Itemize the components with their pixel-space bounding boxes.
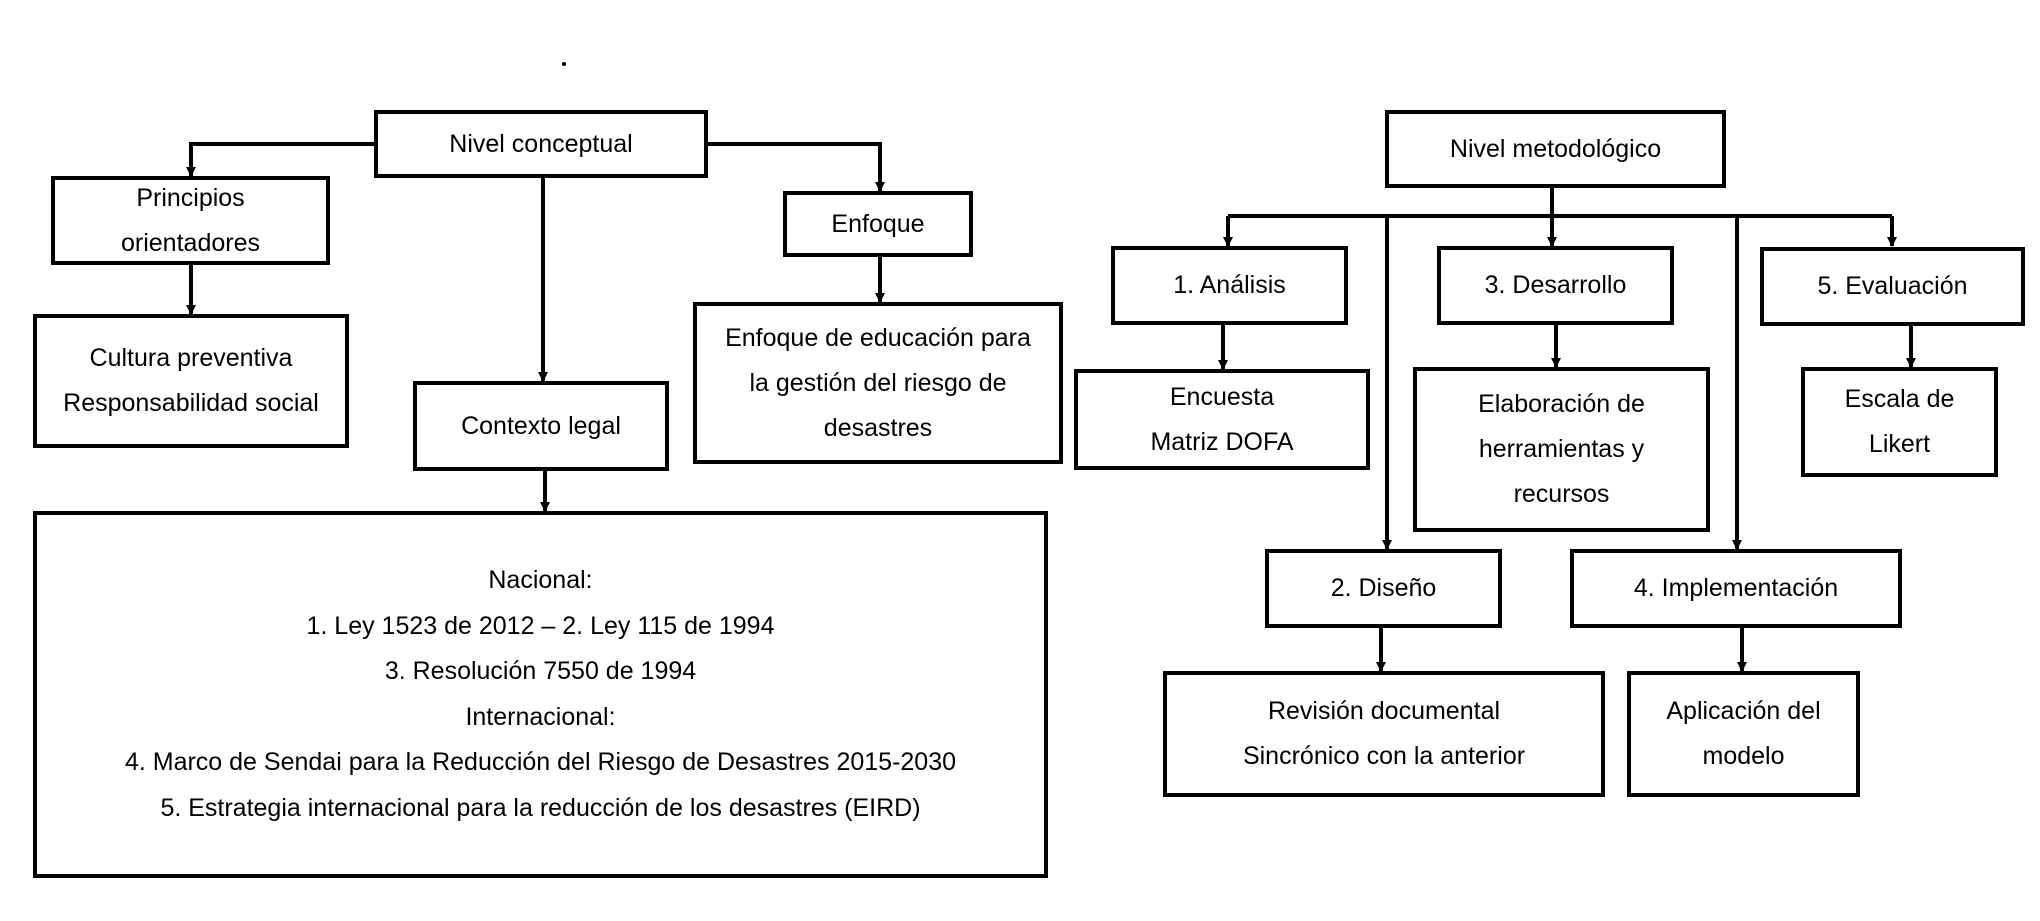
- enfoque-detalle-line-2: la gestión del riesgo de: [749, 368, 1007, 397]
- implementacion-box: 4. Implementación: [1570, 549, 1902, 628]
- implementacion-label: 4. Implementación: [1633, 574, 1839, 602]
- enfoque-label: Enfoque: [831, 209, 925, 238]
- arrow-conceptual-to-enfoque: [708, 142, 885, 192]
- principios-line-1: Principios: [136, 183, 245, 212]
- contexto-legal-label: Contexto legal: [461, 411, 621, 440]
- diseno-detalle-line-2: Sincrónico con la anterior: [1242, 742, 1526, 770]
- diseno-label: 2. Diseño: [1330, 574, 1437, 602]
- implementacion-detalle-box: Aplicación del modelo: [1627, 671, 1860, 797]
- arrow-conceptual-to-principios: [186, 142, 374, 177]
- cultura-preventiva-box: Cultura preventiva Responsabilidad socia…: [33, 314, 349, 448]
- enfoque-detalle-box: Enfoque de educación para la gestión del…: [693, 302, 1063, 464]
- nivel-conceptual-box: Nivel conceptual: [374, 110, 708, 178]
- contexto-legal-box: Contexto legal: [413, 381, 669, 471]
- evaluacion-label: 5. Evaluación: [1817, 272, 1968, 300]
- analisis-detalle-box: Encuesta Matriz DOFA: [1074, 369, 1370, 470]
- evaluacion-box: 5. Evaluación: [1760, 247, 2025, 326]
- evaluacion-detalle-line-1: Escala de: [1844, 385, 1955, 413]
- desarrollo-detalle-line-3: recursos: [1513, 480, 1610, 508]
- principios-line-2: orientadores: [121, 228, 260, 257]
- evaluacion-detalle-line-2: Likert: [1868, 430, 1931, 458]
- legal-line-3: 3. Resolución 7550 de 1994: [384, 657, 697, 685]
- analisis-detalle-line-1: Encuesta: [1169, 382, 1275, 411]
- desarrollo-detalle-line-2: herramientas y: [1478, 435, 1645, 463]
- enfoque-detalle-line-3: desastres: [823, 413, 933, 442]
- analisis-detalle-line-2: Matriz DOFA: [1150, 427, 1294, 456]
- legal-line-6: 5. Estrategia internacional para la redu…: [160, 793, 921, 822]
- desarrollo-box: 3. Desarrollo: [1437, 246, 1674, 325]
- legal-line-4: Internacional:: [465, 702, 616, 731]
- stray-dot: [562, 62, 566, 66]
- marco-legal-box: Nacional: 1. Ley 1523 de 2012 – 2. Ley 1…: [33, 511, 1048, 878]
- cultura-line-2: Responsabilidad social: [63, 389, 319, 417]
- legal-line-2: 1. Ley 1523 de 2012 – 2. Ley 115 de 1994: [306, 611, 775, 640]
- analisis-box: 1. Análisis: [1111, 246, 1348, 325]
- enfoque-detalle-line-1: Enfoque de educación para: [725, 323, 1031, 352]
- desarrollo-label: 3. Desarrollo: [1484, 271, 1627, 299]
- cultura-line-1: Cultura preventiva: [89, 344, 293, 372]
- desarrollo-detalle-line-1: Elaboración de: [1478, 390, 1645, 418]
- analisis-label: 1. Análisis: [1173, 271, 1286, 299]
- evaluacion-detalle-box: Escala de Likert: [1801, 367, 1998, 477]
- principios-orientadores-box: Principios orientadores: [51, 176, 330, 265]
- nivel-metodologico-label: Nivel metodológico: [1449, 134, 1662, 163]
- legal-line-1: Nacional:: [488, 566, 593, 594]
- desarrollo-detalle-box: Elaboración de herramientas y recursos: [1413, 367, 1710, 532]
- implementacion-detalle-line-1: Aplicación del: [1666, 697, 1821, 725]
- diseno-box: 2. Diseño: [1265, 549, 1502, 628]
- diseno-detalle-box: Revisión documental Sincrónico con la an…: [1163, 671, 1605, 797]
- diseno-detalle-line-1: Revisión documental: [1267, 697, 1501, 725]
- implementacion-detalle-line-2: modelo: [1702, 742, 1785, 770]
- enfoque-box: Enfoque: [783, 191, 973, 257]
- nivel-metodologico-box: Nivel metodológico: [1385, 110, 1726, 188]
- legal-line-5: 4. Marco de Sendai para la Reducción del…: [124, 748, 957, 776]
- nivel-conceptual-label: Nivel conceptual: [449, 129, 633, 158]
